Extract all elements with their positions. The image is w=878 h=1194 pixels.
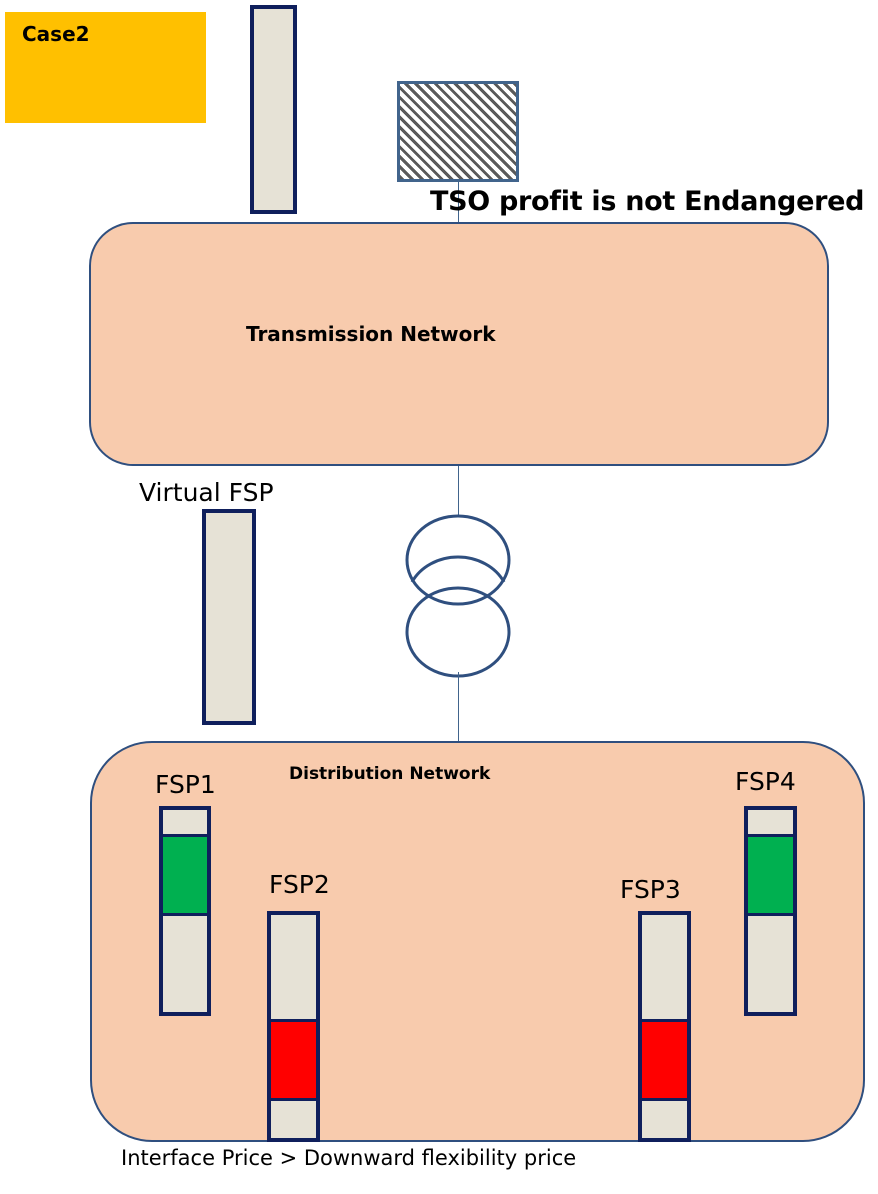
transformer-icon [405,514,511,678]
tso-bar [250,5,297,214]
fsp2-divider [271,1098,316,1101]
fsp3-bar [638,911,691,1142]
fsp1-divider [163,834,207,837]
fsp4-divider [748,913,793,916]
fsp4-green-block [748,837,793,913]
transformer-coil-upper [405,514,511,606]
fsp2-divider [271,1019,316,1022]
case-label: Case2 [22,22,90,46]
fsp2-label: FSP2 [269,870,330,899]
fsp4-label: FSP4 [735,767,796,796]
fsp1-label: FSP1 [155,770,216,799]
fsp3-label: FSP3 [620,875,681,904]
tso-note: TSO profit is not Endangered [430,186,865,217]
transformer-line-top [458,466,459,518]
fsp4-divider [748,834,793,837]
distribution-network-label: Distribution Network [289,764,491,784]
fsp3-divider [642,1098,687,1101]
virtual-fsp-label: Virtual FSP [139,478,274,507]
fsp2-red-block [271,1022,316,1098]
fsp1-divider [163,913,207,916]
distribution-network [90,741,865,1142]
fsp2-bar [267,911,320,1142]
fsp1-green-block [163,837,207,913]
fsp3-red-block [642,1022,687,1098]
fsp3-divider [642,1019,687,1022]
fsp1-bar [159,806,211,1016]
footer-note: Interface Price > Downward flexibility p… [121,1146,577,1170]
fsp4-bar [744,806,797,1016]
tso-hatched-box [397,81,519,182]
tso-connector-line [458,182,459,222]
transmission-network-label: Transmission Network [246,322,496,346]
virtual-fsp-bar [202,509,256,725]
transmission-network [89,222,829,466]
case-box [5,12,206,123]
transformer-line-bottom [458,672,459,741]
